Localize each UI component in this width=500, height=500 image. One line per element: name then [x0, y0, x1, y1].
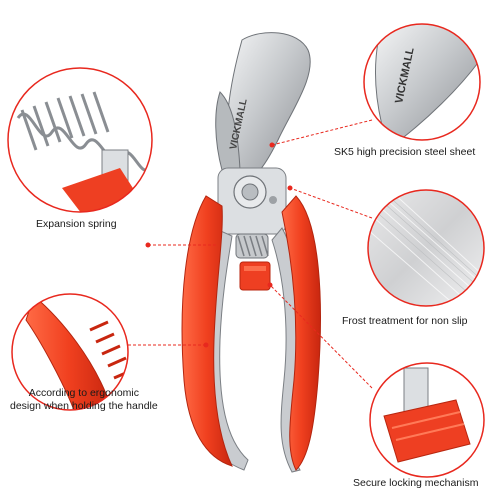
expansion-spring [235, 233, 269, 259]
callout-spring-zoom [7, 67, 153, 213]
callout-label-ergonomic-line2: design when holding the handle [10, 400, 158, 412]
callout-label-frost: Frost treatment for non slip [342, 315, 468, 327]
leader-lines [128, 119, 373, 389]
callout-lock-zoom [369, 362, 485, 478]
callout-frost-zoom [367, 189, 485, 307]
callout-label-ergonomic: According to ergonomic design when holdi… [10, 387, 158, 413]
pruning-shears: VICKMALL [181, 32, 321, 473]
callout-steel-zoom: VICKMALL [363, 23, 481, 141]
callout-label-steel: SK5 high precision steel sheet [334, 146, 476, 158]
callout-label-spring: Expansion spring [36, 218, 117, 230]
callout-label-lock: Secure locking mechanism [353, 477, 479, 489]
callout-label-ergonomic-line1: According to ergonomic [28, 387, 139, 399]
lower-blade [215, 91, 241, 171]
callout-ergonomic-zoom [11, 293, 129, 411]
